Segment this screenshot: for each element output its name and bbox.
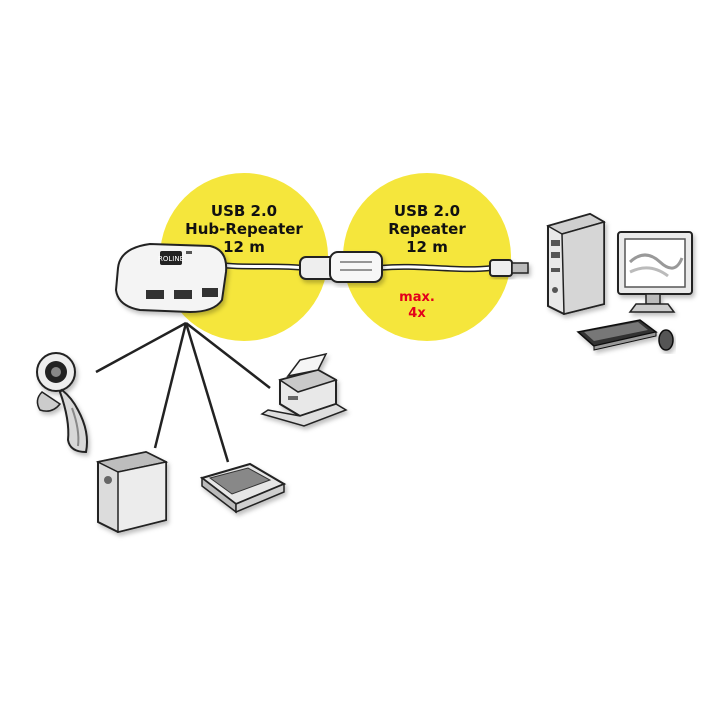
- repeater-line-3: 12 m: [406, 238, 448, 256]
- mouse: [658, 329, 674, 351]
- repeater-bubble: [343, 173, 511, 341]
- repeater-max-note: max. 4x: [377, 290, 457, 322]
- hub-repeater-line-1: USB 2.0: [210, 202, 278, 220]
- repeater-line-2: Repeater: [388, 220, 466, 238]
- printer: [260, 352, 348, 427]
- usb-hub: ROLINE: [114, 242, 228, 314]
- hub-repeater-line-2: Hub-Repeater: [185, 220, 303, 238]
- scanner: [199, 462, 287, 514]
- repeater-line-1: USB 2.0: [393, 202, 461, 220]
- webcam: [36, 352, 88, 454]
- usb-plug: [489, 259, 529, 277]
- external-hdd: [95, 450, 169, 534]
- hub-repeater-label: USB 2.0 Hub-Repeater 12 m: [174, 202, 314, 256]
- pc-tower: [546, 212, 606, 316]
- repeater-label: USB 2.0 Repeater 12 m: [357, 202, 497, 256]
- monitor: [617, 231, 693, 313]
- hub-connection-lines: [95, 321, 271, 463]
- hub-repeater-line-3: 12 m: [223, 238, 265, 256]
- repeater-max-line-1: max.: [399, 290, 435, 305]
- usb-repeater: [299, 251, 383, 283]
- keyboard: [576, 319, 658, 351]
- svg-text:ROLINE: ROLINE: [158, 255, 184, 263]
- repeater-max-line-2: 4x: [408, 306, 426, 321]
